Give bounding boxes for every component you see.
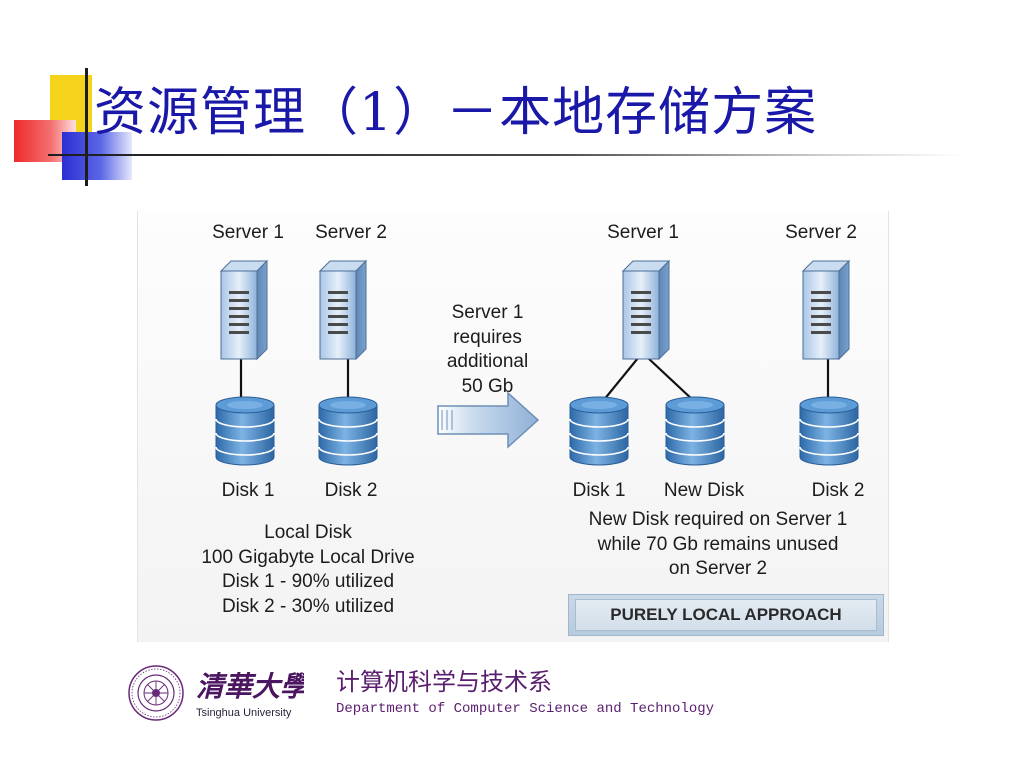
arrow-caption-line: requires [453,326,522,348]
server-icon [319,260,367,360]
approach-label: PURELY LOCAL APPROACH [575,599,877,631]
disk-icon [569,396,629,466]
left-server-1-label: Server 1 [212,222,284,243]
right-server-2-label: Server 2 [785,222,857,243]
arrow-caption-line: Server 1 [451,302,524,323]
right-summary-line: on Server 2 [668,558,768,579]
right-server-1-label: Server 1 [607,222,679,243]
left-disk-1-label: Disk 1 [221,480,275,501]
left-summary: Local Disk 100 Gigabyte Local Drive Disk… [168,521,448,619]
tsinghua-calligraphy-logo: 清華大學 [196,670,304,702]
tsinghua-seal-icon [128,665,184,721]
title-deco-vertical-line [85,68,88,186]
approach-banner: PURELY LOCAL APPROACH [568,594,884,636]
page-title: 资源管理（1）－本地存储方案 [94,83,818,143]
university-name-en: Tsinghua University [196,707,292,719]
server-icon [802,260,850,360]
left-disk-2-label: Disk 2 [324,480,378,501]
right-disk-2-label: Disk 2 [811,480,865,501]
department-name-cn: 计算机科学与技术系 [336,668,552,696]
left-summary-line: 100 Gigabyte Local Drive [201,546,415,568]
right-disk-1-label: Disk 1 [572,480,626,501]
disk-icon [799,396,859,466]
right-summary-line: while 70 Gb remains unused [597,533,839,555]
disk-icon [215,396,275,466]
diagram-artwork [215,260,859,466]
right-arrow-icon [437,391,540,449]
left-server-2-label: Server 2 [315,222,387,243]
right-new-disk-label: New Disk [663,480,745,501]
left-summary-line: Disk 1 - 90% utilized [221,571,395,592]
disk-icon [665,396,725,466]
server-icon [220,260,268,360]
svg-text:清華大學: 清華大學 [196,670,304,702]
title-underline [48,154,963,156]
storage-diagram: Server 1 Server 2 Disk 1 Disk 2 Local Di… [137,211,889,642]
server-icon [622,260,670,360]
right-summary: New Disk required on Server 1 while 70 G… [558,508,878,582]
left-summary-line: Disk 2 - 30% utilized [221,595,395,617]
arrow-caption-line: 50 Gb [461,375,514,397]
left-summary-line: Local Disk [264,522,352,543]
arrow-caption: Server 1 requires additional 50 Gb [425,301,550,399]
department-name-en: Department of Computer Science and Techn… [336,701,715,717]
disk-icon [318,396,378,466]
arrow-caption-line: additional [446,351,529,372]
right-summary-line: New Disk required on Server 1 [588,509,848,530]
title-deco-blue-bar [62,132,132,180]
